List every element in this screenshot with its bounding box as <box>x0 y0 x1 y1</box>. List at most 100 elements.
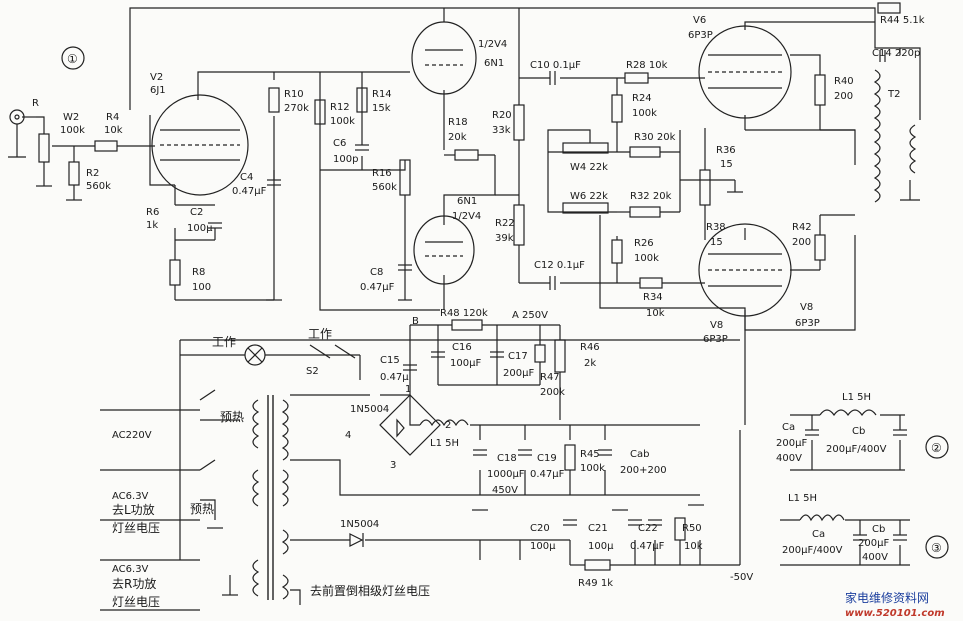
tube-v8 <box>698 223 792 317</box>
label-V8-right: V8 <box>800 302 813 313</box>
label-R18-value: 20k <box>448 132 467 143</box>
label-C21: C21 <box>588 523 608 534</box>
label-filament-L: 灯丝电压 <box>112 521 160 535</box>
label-C6-value: 100p <box>333 154 358 165</box>
label-Cab-value: 200+200 <box>620 465 667 476</box>
label-C12: C12 0.1μF <box>534 260 585 271</box>
label-R50-value: 10k <box>684 541 703 552</box>
label-C18-voltage: 450V <box>492 485 518 496</box>
label-L1-main: L1 5H <box>430 438 459 449</box>
label-Ca-value-inset3: 200μF/400V <box>782 545 843 556</box>
label-R45: R45 <box>580 449 600 460</box>
label-AC220V: AC220V <box>112 430 152 441</box>
label-C4-value: 0.47μF <box>232 186 267 197</box>
label-diode-1N5004: 1N5004 <box>340 519 379 530</box>
label-C6: C6 <box>333 138 346 149</box>
label-AC63V-R: AC6.3V <box>112 564 149 575</box>
label-Cb-inset3: Cb <box>872 524 885 535</box>
label-R34: R34 <box>643 292 663 303</box>
label-T2: T2 <box>887 89 900 100</box>
circled-markers <box>61 46 949 559</box>
label-Ca-voltage-inset2: 400V <box>776 453 802 464</box>
label-V2-type: 6J1 <box>150 85 166 96</box>
label-W4: W4 22k <box>570 162 608 173</box>
label-filament-R: 灯丝电压 <box>112 595 160 609</box>
label-Ca-value-inset2: 200μF <box>776 438 807 449</box>
label-Cb-voltage-inset3: 400V <box>862 552 888 563</box>
tube-v4b <box>413 215 475 285</box>
marker-3: ③ <box>931 541 942 555</box>
tube-v2 <box>151 94 249 196</box>
tube-v6 <box>698 25 792 119</box>
label-C19: C19 <box>537 453 557 464</box>
label-pin-2: 2 <box>445 420 451 431</box>
coils <box>252 69 917 600</box>
label-R16: R16 <box>372 168 392 179</box>
label-C16: C16 <box>452 342 472 353</box>
label-Ca-inset2: Ca <box>782 422 795 433</box>
label-S2: S2 <box>306 366 319 377</box>
label-R22-value: 39k <box>495 233 514 244</box>
label-R8-value: 100 <box>192 282 211 293</box>
label-C22: C22 <box>638 523 658 534</box>
marker-2: ② <box>931 441 942 455</box>
label-R40-value: 200 <box>834 91 853 102</box>
capacitors <box>208 50 907 541</box>
label-R50: R50 <box>682 523 702 534</box>
label-R16-value: 560k <box>372 182 397 193</box>
label-Ca-inset3: Ca <box>812 529 825 540</box>
label-L1-inset3: L1 5H <box>788 493 817 504</box>
input-jack <box>9 109 25 125</box>
symbols <box>9 109 441 547</box>
label-R36: R36 <box>716 145 736 156</box>
label-bridge-1N5004: 1N5004 <box>350 404 389 415</box>
label-V6: V6 <box>693 15 706 26</box>
label-R10: R10 <box>284 89 304 100</box>
label-C22-value: 0.47μF <box>630 541 665 552</box>
label-R46: R46 <box>580 342 600 353</box>
label-R8: R8 <box>192 267 205 278</box>
label-V4b-half: 1/2V4 <box>452 211 481 222</box>
label-R34-value: 10k <box>646 308 665 319</box>
label-R47: R47 <box>540 372 560 383</box>
label-C18-value: 1000μF <box>487 469 525 480</box>
label-C8: C8 <box>370 267 383 278</box>
label-C10: C10 0.1μF <box>530 60 581 71</box>
label-R42-value: 200 <box>792 237 811 248</box>
label-R45-value: 100k <box>580 463 605 474</box>
label-node-A: A 250V <box>512 310 548 321</box>
label-R48: R48 120k <box>440 308 488 319</box>
bridge-rectifier <box>379 394 441 456</box>
label-C19-value: 0.47μF <box>530 469 565 480</box>
label-R36-value: 15 <box>720 159 733 170</box>
label-C17: C17 <box>508 351 528 362</box>
label-C4: C4 <box>240 172 253 183</box>
wiring <box>8 7 921 611</box>
label-R49: R49 1k <box>578 578 613 589</box>
label-R12-value: 100k <box>330 116 355 127</box>
label-V4a-half: 1/2V4 <box>478 39 507 50</box>
label-R47-value: 200k <box>540 387 565 398</box>
marker-1: ① <box>67 52 78 66</box>
label-R22: R22 <box>495 218 515 229</box>
label-R28: R28 10k <box>626 60 668 71</box>
label-R14-value: 15k <box>372 103 391 114</box>
label-preheat-2: 预热 <box>190 502 214 516</box>
label-R18: R18 <box>448 117 468 128</box>
label-minus-50V: -50V <box>730 572 753 583</box>
label-V8-left-type: 6P3P <box>703 334 728 345</box>
label-C20: C20 <box>530 523 550 534</box>
label-V2: V2 <box>150 72 163 83</box>
label-C2: C2 <box>190 207 203 218</box>
diode-1n5004 <box>349 533 364 547</box>
label-R14: R14 <box>372 89 392 100</box>
label-Cb-value-inset2: 200μF/400V <box>826 444 887 455</box>
label-R6: R6 <box>146 207 159 218</box>
label-node-B: B <box>412 316 419 327</box>
label-R30: R30 20k <box>634 132 676 143</box>
label-R44: R44 5.1k <box>880 15 925 26</box>
label-R38-value: 15 <box>710 237 723 248</box>
label-C16-value: 100μF <box>450 358 481 369</box>
